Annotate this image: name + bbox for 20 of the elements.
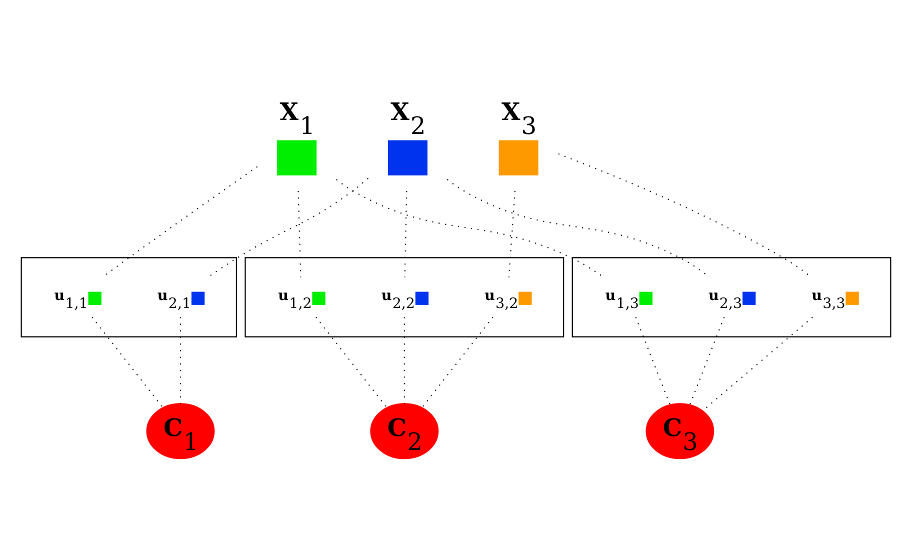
node-box <box>277 140 317 175</box>
node-box <box>742 291 756 304</box>
node-box <box>518 291 532 304</box>
connector <box>635 316 671 405</box>
connector <box>316 316 388 408</box>
node-box <box>191 291 205 304</box>
cluster <box>20 256 238 337</box>
node-box <box>312 291 326 304</box>
node-box <box>846 291 859 304</box>
node-box <box>88 291 102 304</box>
connector <box>689 316 725 405</box>
connector <box>508 190 516 277</box>
node-box <box>498 140 538 175</box>
cluster <box>572 256 892 337</box>
node-box <box>639 291 652 304</box>
connector <box>422 316 494 408</box>
node-box <box>388 140 428 175</box>
cluster <box>244 256 564 337</box>
connector <box>92 316 164 408</box>
node-box <box>415 291 429 304</box>
